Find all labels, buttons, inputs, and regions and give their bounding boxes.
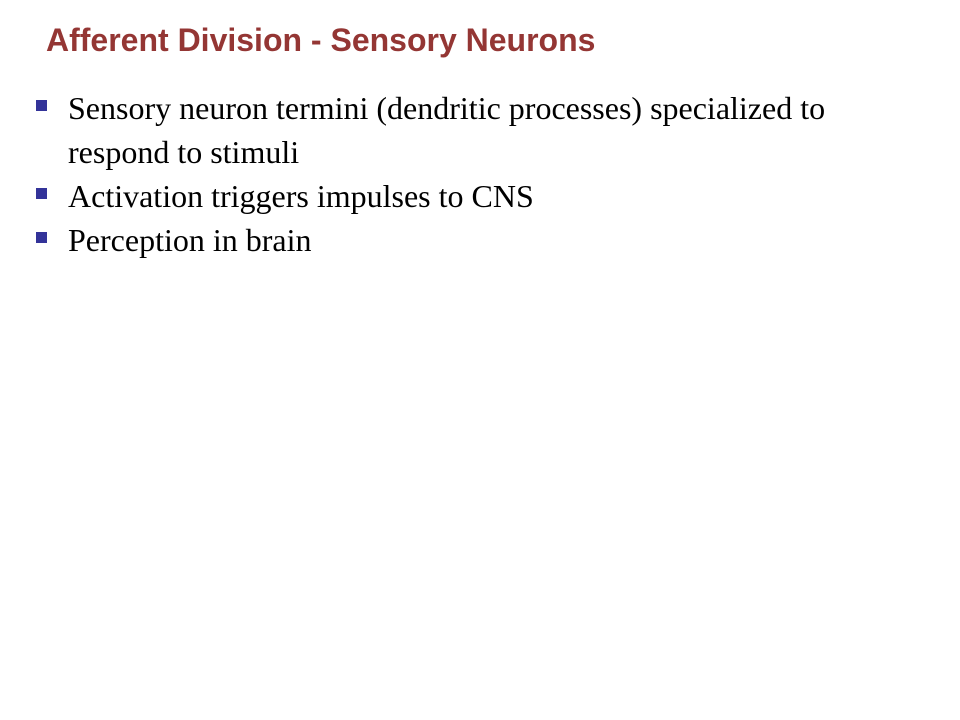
- square-bullet-icon: [36, 232, 47, 243]
- square-bullet-icon: [36, 188, 47, 199]
- bullet-item: Activation triggers impulses to CNS: [34, 174, 914, 218]
- bullet-text: Sensory neuron termini (dendritic proces…: [68, 90, 826, 170]
- slide-title: Afferent Division - Sensory Neurons: [46, 22, 596, 58]
- bullet-text: Perception in brain: [68, 222, 312, 258]
- bullet-item: Sensory neuron termini (dendritic proces…: [34, 86, 914, 174]
- bullet-text: Activation triggers impulses to CNS: [68, 178, 534, 214]
- bullet-list: Sensory neuron termini (dendritic proces…: [34, 86, 914, 262]
- square-bullet-icon: [36, 100, 47, 111]
- bullet-item: Perception in brain: [34, 218, 914, 262]
